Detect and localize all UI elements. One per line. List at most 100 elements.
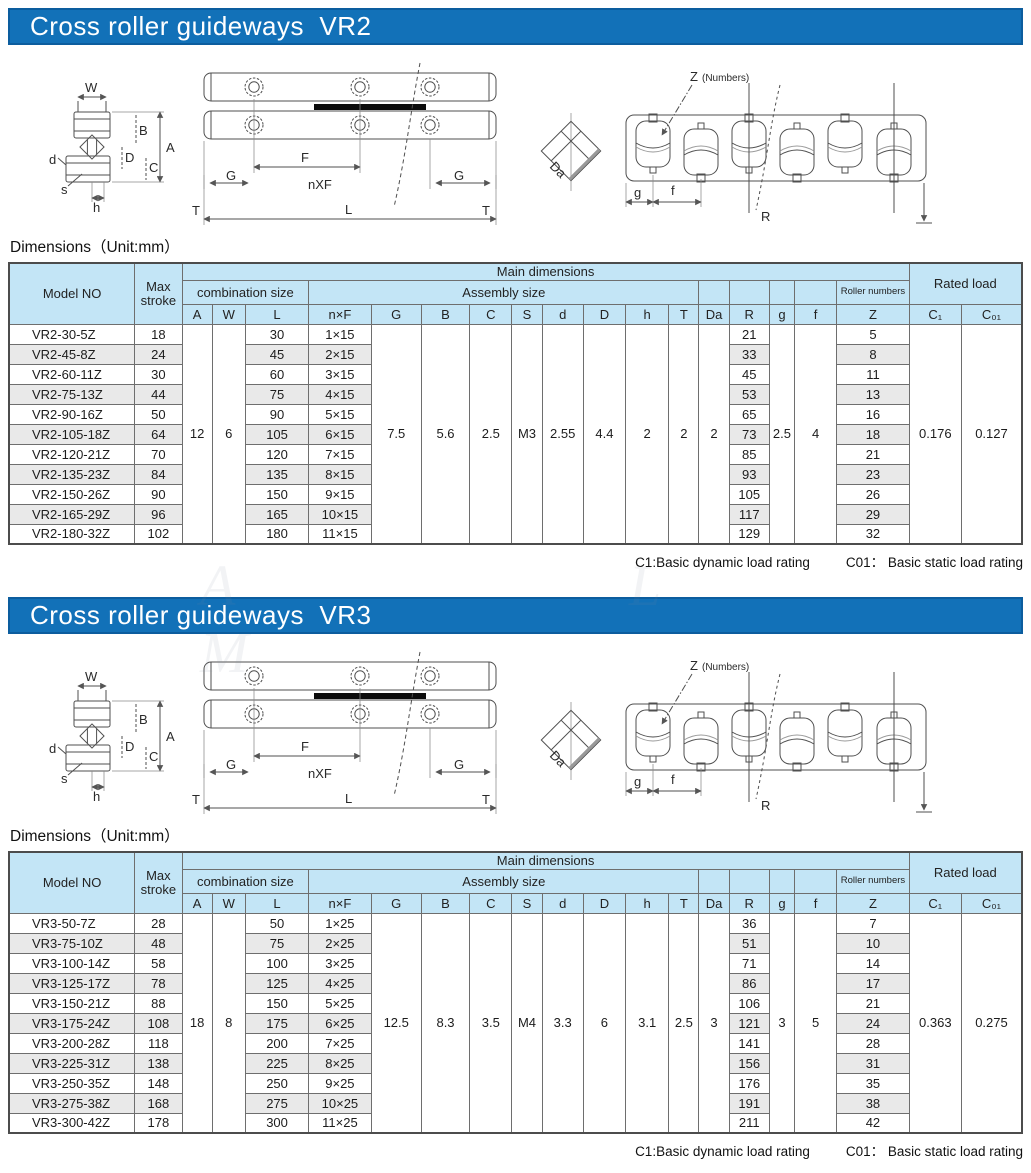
cell-L: 300	[244, 1112, 310, 1134]
label-Da: Da	[547, 159, 570, 182]
label-L: L	[345, 791, 352, 806]
cell-Z: 16	[836, 403, 910, 425]
footnote-c01: C01： Basic static load rating	[845, 555, 1023, 570]
col-main-dimensions: Main dimensions	[181, 851, 910, 870]
cell-G: 7.5	[370, 323, 422, 545]
col-C₀₁: C₀₁	[960, 303, 1023, 325]
label-f: f	[671, 772, 675, 787]
col-S: S	[511, 303, 543, 325]
label-T-right: T	[482, 203, 490, 218]
cell-Z: 26	[836, 483, 910, 505]
col-f: f	[793, 892, 838, 914]
label-W: W	[85, 669, 98, 684]
label-Z: Z	[690, 658, 698, 673]
col-spacer	[728, 279, 770, 305]
cell-g: 3	[768, 912, 796, 1134]
label-Z-note: (Numbers)	[702, 662, 749, 673]
cell-L: 125	[244, 972, 310, 994]
col-C₁: C₁	[908, 892, 962, 914]
label-s: s	[61, 182, 68, 197]
cell-L: 75	[244, 383, 310, 405]
cell-nxF: 7×15	[308, 443, 372, 465]
col-B: B	[420, 892, 471, 914]
cell-nxF: 10×15	[308, 503, 372, 525]
cell-nxF: 8×15	[308, 463, 372, 485]
cell-L: 225	[244, 1052, 310, 1074]
cell-Z: 23	[836, 463, 910, 485]
cell-max-stroke: 118	[134, 1032, 183, 1054]
label-Z-note: (Numbers)	[702, 73, 749, 84]
label-W: W	[85, 80, 98, 95]
cell-model: VR3-225-31Z	[8, 1052, 136, 1074]
cell-Da: 3	[698, 912, 730, 1134]
cell-R: 121	[728, 1012, 770, 1034]
cell-S: M4	[511, 912, 543, 1134]
label-D: D	[125, 150, 134, 165]
col-h: h	[625, 303, 670, 325]
cell-max-stroke: 102	[134, 523, 183, 545]
cell-max-stroke: 70	[134, 443, 183, 465]
cell-R: 45	[728, 363, 770, 385]
cell-R: 65	[728, 403, 770, 425]
cell-W: 6	[211, 323, 246, 545]
col-d: d	[541, 892, 584, 914]
cell-R: 191	[728, 1092, 770, 1114]
cell-max-stroke: 48	[134, 932, 183, 954]
cell-nxF: 1×15	[308, 323, 372, 345]
cell-Z: 28	[836, 1032, 910, 1054]
cell-model: VR2-120-21Z	[8, 443, 136, 465]
cell-R: 36	[728, 912, 770, 934]
cell-Z: 13	[836, 383, 910, 405]
col-D: D	[582, 303, 627, 325]
cell-nxF: 1×25	[308, 912, 372, 934]
cell-nxF: 9×15	[308, 483, 372, 505]
col-g: g	[768, 303, 796, 325]
cell-max-stroke: 108	[134, 1012, 183, 1034]
cross-section-labels: W B A D C d s h	[49, 80, 175, 215]
label-Da: Da	[547, 748, 570, 771]
cell-Z: 21	[836, 992, 910, 1014]
cell-model: VR3-100-14Z	[8, 952, 136, 974]
roller-cage-labels: Z (Numbers) Da g f R	[547, 69, 771, 224]
label-G-left: G	[226, 168, 236, 183]
cell-model: VR2-105-18Z	[8, 423, 136, 445]
cell-model: VR2-60-11Z	[8, 363, 136, 385]
cell-R: 176	[728, 1072, 770, 1094]
cell-max-stroke: 138	[134, 1052, 183, 1074]
col-C: C	[469, 892, 513, 914]
cell-R: 33	[728, 343, 770, 365]
cell-nxF: 3×25	[308, 952, 372, 974]
col-Da: Da	[698, 303, 730, 325]
cell-R: 211	[728, 1112, 770, 1134]
dimensions-label-vr3: Dimensions（Unit:mm）	[10, 828, 180, 845]
label-d: d	[49, 152, 56, 167]
cross-section-labels: W B A D C d s h	[49, 669, 175, 804]
col-roller-numbers: Roller numbers	[836, 279, 910, 305]
label-G-right: G	[454, 168, 464, 183]
technical-drawings-vr3: W B A D C d s h	[49, 651, 932, 814]
cell-max-stroke: 64	[134, 423, 183, 445]
cell-nxF: 11×15	[308, 523, 372, 545]
cell-model: VR3-275-38Z	[8, 1092, 136, 1114]
cell-model: VR3-125-17Z	[8, 972, 136, 994]
label-Z: Z	[690, 69, 698, 84]
col-n×F: n×F	[308, 303, 372, 325]
cell-L: 105	[244, 423, 310, 445]
label-T-left: T	[192, 792, 200, 807]
cell-max-stroke: 178	[134, 1112, 183, 1134]
cell-R: 73	[728, 423, 770, 445]
roller-cage-labels: Z (Numbers) Da g f R	[547, 658, 771, 813]
cell-model: VR3-150-21Z	[8, 992, 136, 1014]
cell-model: VR2-30-5Z	[8, 323, 136, 345]
label-nXF: nXF	[308, 766, 332, 781]
col-spacer	[698, 279, 730, 305]
cell-D: 4.4	[582, 323, 627, 545]
col-g: g	[768, 892, 796, 914]
